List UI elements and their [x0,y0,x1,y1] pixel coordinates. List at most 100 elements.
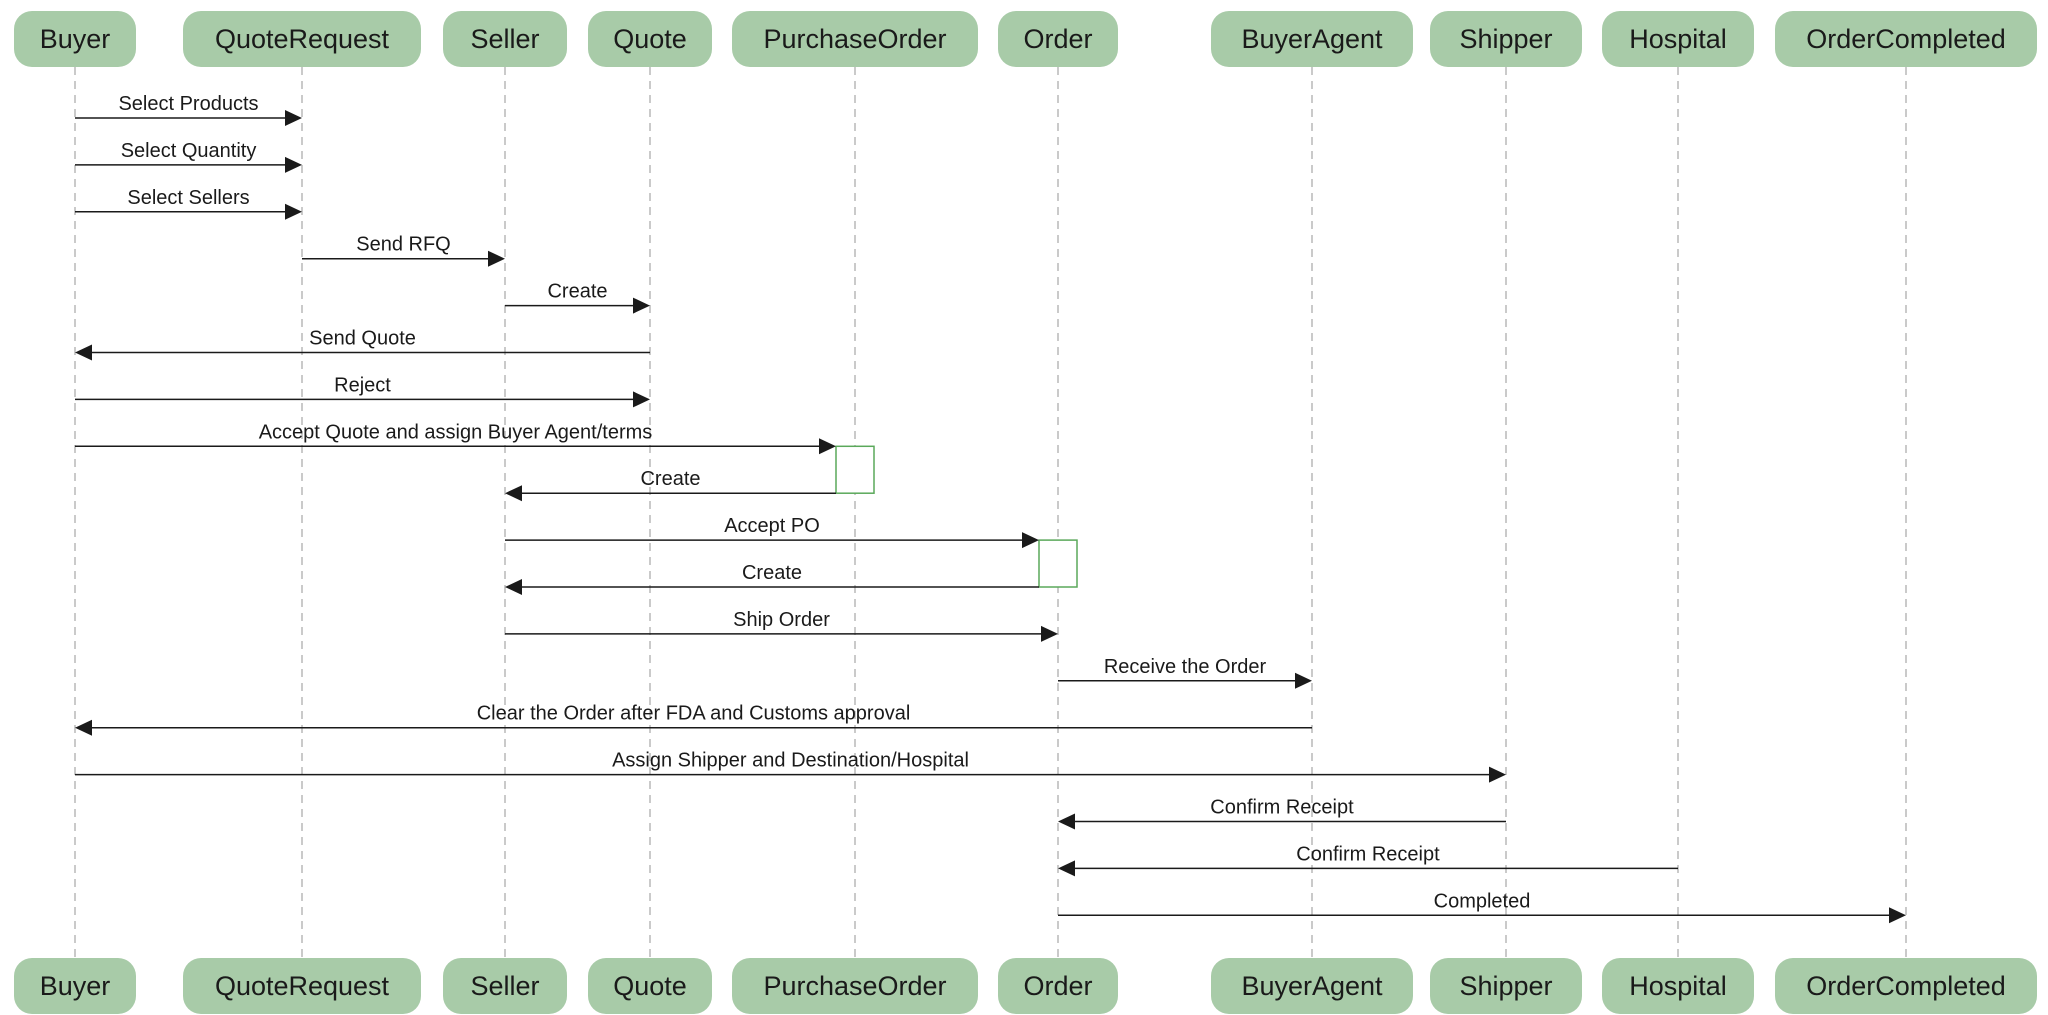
actor-label: OrderCompleted [1806,24,2006,54]
message-17: Confirm Receipt [1058,843,1678,877]
actor-box [1430,11,1582,67]
actor-label: Quote [613,24,687,54]
arrowhead-icon [1041,625,1058,642]
activation-purchaseorder [835,445,875,494]
activations [835,445,1078,588]
message-label: Send RFQ [356,234,450,256]
actor-ordercompleted-top: OrderCompleted [1775,11,2037,67]
message-18: Completed [1058,890,1906,924]
actor-label: QuoteRequest [215,971,390,1001]
message-label: Confirm Receipt [1296,843,1440,865]
arrowhead-icon [75,344,92,361]
actor-label: PurchaseOrder [763,971,946,1001]
actor-box [998,958,1118,1014]
actor-quoterequest-bottom: QuoteRequest [183,958,421,1014]
actor-label: Buyer [40,971,111,1001]
arrowhead-icon [1022,532,1039,549]
actor-quote-top: Quote [588,11,712,67]
actor-box [1775,11,2037,67]
actor-box [443,11,567,67]
actor-box [732,11,978,67]
actor-order-top: Order [998,11,1118,67]
arrowhead-icon [488,250,505,267]
message-7: Reject [75,374,650,408]
actor-label: Hospital [1629,971,1727,1001]
actor-label: Hospital [1629,24,1727,54]
actor-box [14,958,136,1014]
message-label: Select Sellers [127,187,249,209]
actor-purchaseorder-top: PurchaseOrder [732,11,978,67]
arrowhead-icon [633,391,650,408]
message-label: Completed [1434,890,1531,912]
actor-box [588,958,712,1014]
actor-box [998,11,1118,67]
arrowhead-icon [75,719,92,736]
message-5: Create [505,281,650,314]
actor-box [443,958,567,1014]
arrowhead-icon [505,579,522,595]
actor-seller-top: Seller [443,11,567,67]
actor-label: BuyerAgent [1241,971,1383,1001]
message-15: Assign Shipper and Destination/Hospital [75,750,1506,783]
arrowhead-icon [505,485,522,502]
actor-label: QuoteRequest [215,24,390,54]
message-label: Create [547,281,607,303]
arrowhead-icon [1295,672,1312,689]
arrowhead-icon [285,156,302,173]
actor-purchaseorder-bottom: PurchaseOrder [732,958,978,1014]
message-label: Assign Shipper and Destination/Hospital [612,750,969,772]
actor-ordercompleted-bottom: OrderCompleted [1775,958,2037,1014]
actor-box [183,11,421,67]
actor-box [1211,958,1413,1014]
arrowhead-icon [819,438,836,455]
actor-hospital-bottom: Hospital [1602,958,1754,1014]
message-label: Create [742,562,802,584]
message-1: Select Products [75,93,302,126]
message-label: Accept PO [724,515,820,537]
message-label: Send Quote [309,328,416,350]
message-8: Accept Quote and assign Buyer Agent/term… [75,421,836,455]
actor-box [588,11,712,67]
actor-label: Order [1023,24,1092,54]
actor-buyer-top: Buyer [14,11,136,67]
actor-buyeragent-bottom: BuyerAgent [1211,958,1413,1014]
actor-label: Shipper [1459,971,1552,1001]
actor-label: OrderCompleted [1806,971,2006,1001]
actor-box [1775,958,2037,1014]
actor-label: Quote [613,971,687,1001]
actor-label: Seller [470,971,539,1001]
message-14: Clear the Order after FDA and Customs ap… [75,703,1312,736]
arrowhead-icon [1058,813,1075,830]
actor-box [1430,958,1582,1014]
actor-box [14,11,136,67]
actor-box [1211,11,1413,67]
arrowhead-icon [633,297,650,314]
actor-label: BuyerAgent [1241,24,1383,54]
message-label: Receive the Order [1104,656,1267,678]
arrowhead-icon [1489,766,1506,783]
actor-box [183,958,421,1014]
message-6: Send Quote [75,328,650,361]
message-12: Ship Order [505,609,1058,642]
actor-seller-bottom: Seller [443,958,567,1014]
actors-bottom: Buyer QuoteRequest Seller Quote PurchaseOrde… [14,958,2037,1014]
actor-label: Seller [470,24,539,54]
message-11: Create [505,562,1039,595]
actor-shipper-bottom: Shipper [1430,958,1582,1014]
message-label: Select Quantity [121,140,257,162]
actor-hospital-top: Hospital [1602,11,1754,67]
actor-box [1602,11,1754,67]
message-3: Select Sellers [75,187,302,220]
actor-label: Buyer [40,24,111,54]
message-9: Create [505,468,836,502]
arrowhead-icon [285,203,302,220]
actors-top: Buyer QuoteRequest Seller Quote PurchaseOrde… [14,11,2037,67]
actor-label: Shipper [1459,24,1552,54]
message-label: Select Products [118,93,258,115]
message-16: Confirm Receipt [1058,797,1506,830]
actor-quote-bottom: Quote [588,958,712,1014]
arrowhead-icon [1889,907,1906,924]
actor-quoterequest-top: QuoteRequest [183,11,421,67]
actor-buyer-bottom: Buyer [14,958,136,1014]
